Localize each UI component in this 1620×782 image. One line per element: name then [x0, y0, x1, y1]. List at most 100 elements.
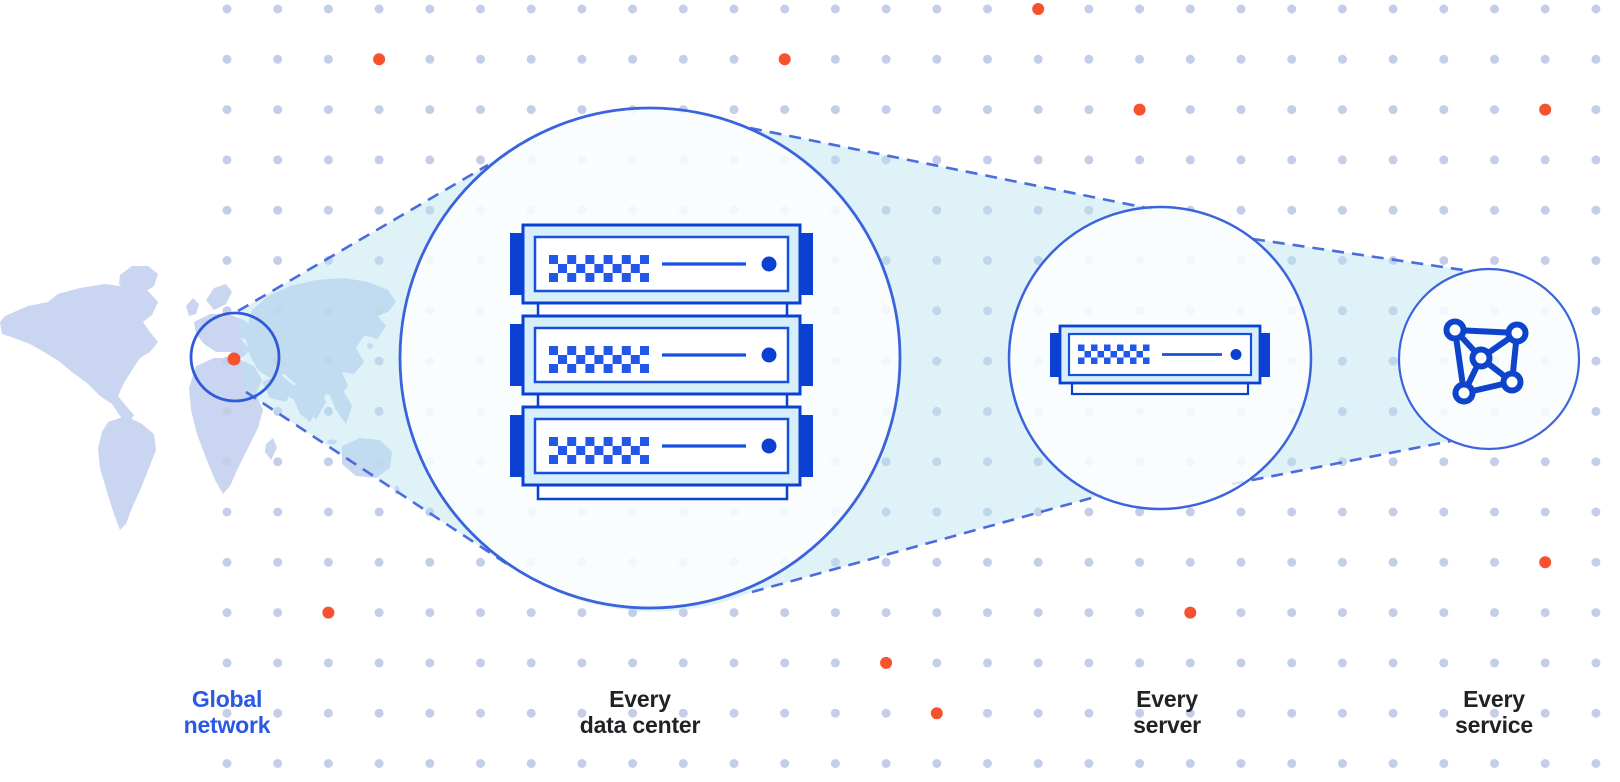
grid-dot	[1439, 205, 1449, 215]
grid-dot	[273, 608, 283, 618]
grid-dot	[323, 4, 333, 14]
grid-dot	[628, 4, 638, 14]
grid-dot	[374, 406, 384, 416]
label-every-server: Every server	[1133, 686, 1201, 738]
grid-dot	[983, 155, 992, 165]
grid-dot	[1033, 155, 1043, 165]
grid-dot	[628, 54, 638, 64]
grid-dot	[1591, 4, 1601, 14]
grid-dot	[830, 54, 840, 64]
server-rack-icon	[508, 223, 815, 501]
grid-dot	[374, 205, 384, 215]
grid-dot	[1540, 54, 1550, 64]
grid-dot	[222, 54, 232, 64]
grid-dot	[374, 306, 384, 316]
grid-dot	[1185, 759, 1195, 768]
grid-dot	[273, 54, 283, 64]
grid-dot	[983, 205, 992, 215]
grid-dot	[374, 105, 384, 115]
grid-dot	[1591, 54, 1601, 64]
grid-dot	[1439, 658, 1449, 668]
grid-dot	[830, 557, 840, 567]
grid-dot	[1084, 557, 1094, 567]
grid-dot	[1287, 457, 1297, 467]
grid-dot	[1236, 708, 1246, 718]
grid-dot	[222, 608, 232, 618]
grid-dot	[881, 105, 891, 115]
grid-dot	[881, 507, 891, 517]
grid-dot	[932, 658, 942, 668]
grid-dot	[830, 105, 840, 115]
grid-dot	[1490, 759, 1499, 768]
grid-dot	[830, 155, 840, 165]
grid-dot	[476, 708, 485, 718]
grid-dot	[1337, 507, 1347, 517]
grid-dot	[1236, 155, 1246, 165]
grid-dot	[1135, 759, 1145, 768]
grid-dot	[1287, 205, 1297, 215]
grid-dot	[1033, 708, 1043, 718]
grid-dot	[374, 608, 384, 618]
grid-dot	[678, 4, 688, 14]
grid-dot	[1185, 658, 1195, 668]
grid-dot	[1033, 256, 1043, 265]
grid-dot	[425, 608, 435, 618]
grid-dot	[526, 608, 536, 618]
grid-dot	[1439, 54, 1449, 64]
grid-dot	[830, 759, 840, 768]
grid-dot	[1591, 406, 1601, 416]
grid-dot	[323, 759, 333, 768]
grid-dot	[1033, 608, 1043, 618]
grid-dot	[1540, 759, 1550, 768]
grid-dot	[932, 356, 942, 366]
accent-orange-dot	[880, 656, 893, 669]
grid-dot	[323, 356, 333, 366]
grid-dot	[273, 4, 283, 14]
grid-dot	[1236, 54, 1246, 64]
label-global-network: Global network	[183, 686, 271, 738]
grid-dot	[526, 708, 536, 718]
grid-dot	[323, 105, 333, 115]
grid-dot	[881, 256, 891, 265]
grid-dot	[628, 759, 638, 768]
grid-dot	[1337, 557, 1347, 567]
grid-dot	[729, 4, 739, 14]
grid-dot	[425, 155, 435, 165]
grid-dot	[1033, 105, 1043, 115]
grid-dot	[1236, 4, 1246, 14]
grid-dot	[222, 4, 232, 14]
grid-dot	[932, 256, 942, 265]
grid-dot	[1185, 4, 1195, 14]
grid-dot	[830, 708, 840, 718]
grid-dot	[1084, 205, 1094, 215]
grid-dot	[983, 256, 992, 265]
grid-dot	[780, 759, 790, 768]
grid-dot	[1591, 356, 1601, 366]
grid-dot	[1084, 708, 1094, 718]
grid-dot	[577, 4, 587, 14]
grid-dot	[1591, 708, 1601, 718]
grid-dot	[476, 54, 485, 64]
grid-dot	[1388, 759, 1398, 768]
grid-dot	[1439, 155, 1449, 165]
grid-dot	[1236, 507, 1246, 517]
grid-dot	[1135, 557, 1145, 567]
grid-dot	[425, 54, 435, 64]
grid-dot	[222, 256, 232, 265]
grid-dot	[273, 105, 283, 115]
grid-dot	[273, 155, 283, 165]
grid-dot	[983, 557, 992, 567]
accent-orange-dot	[1032, 3, 1045, 15]
grid-dot	[1337, 759, 1347, 768]
grid-dot	[374, 4, 384, 14]
grid-dot	[476, 4, 485, 14]
grid-dot	[1236, 759, 1246, 768]
grid-dot	[830, 4, 840, 14]
grid-dot	[1135, 658, 1145, 668]
grid-dot	[476, 608, 485, 618]
grid-dot	[273, 557, 283, 567]
grid-dot	[1033, 54, 1043, 64]
grid-dot	[222, 507, 232, 517]
grid-dot	[577, 708, 587, 718]
